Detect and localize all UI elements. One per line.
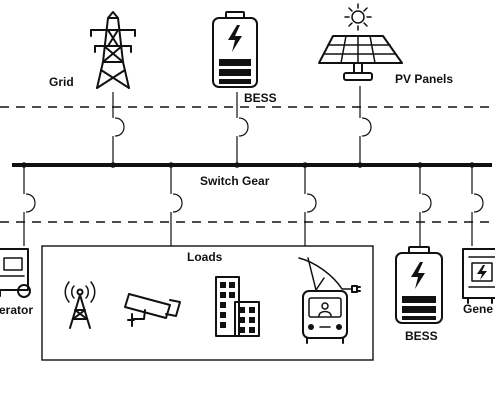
bess-right-label: BESS bbox=[405, 329, 438, 343]
electric-bus-icon bbox=[298, 257, 361, 344]
bess-right-feeder bbox=[419, 165, 432, 246]
battery-icon bbox=[212, 11, 258, 88]
loads-label: Loads bbox=[187, 250, 223, 264]
solar-panel-icon bbox=[318, 3, 403, 81]
cell-tower-icon bbox=[64, 281, 96, 329]
grid-label: Grid bbox=[49, 75, 74, 89]
pv-feeder bbox=[359, 86, 372, 165]
pv-panels-label: PV Panels bbox=[395, 72, 453, 86]
generator-icon bbox=[462, 248, 495, 304]
bess-top-label: BESS bbox=[244, 91, 277, 105]
switch-gear-label: Switch Gear bbox=[200, 174, 270, 188]
loads-box bbox=[41, 245, 374, 361]
generator-right-feeder bbox=[471, 165, 484, 246]
loads-feeder-2 bbox=[304, 165, 317, 246]
security-camera-icon bbox=[124, 293, 181, 327]
transmission-tower-icon bbox=[90, 11, 136, 89]
grid-feeder bbox=[112, 92, 125, 165]
generator-icon bbox=[0, 248, 31, 298]
bess-top-feeder bbox=[236, 92, 249, 165]
loads-feeder-1 bbox=[170, 165, 183, 246]
generator-left-feeder bbox=[23, 165, 36, 246]
battery-icon bbox=[395, 246, 443, 324]
building-icon bbox=[215, 276, 260, 337]
generator-left-label: erator bbox=[0, 303, 33, 317]
generator-right-label: Gene bbox=[463, 302, 493, 316]
